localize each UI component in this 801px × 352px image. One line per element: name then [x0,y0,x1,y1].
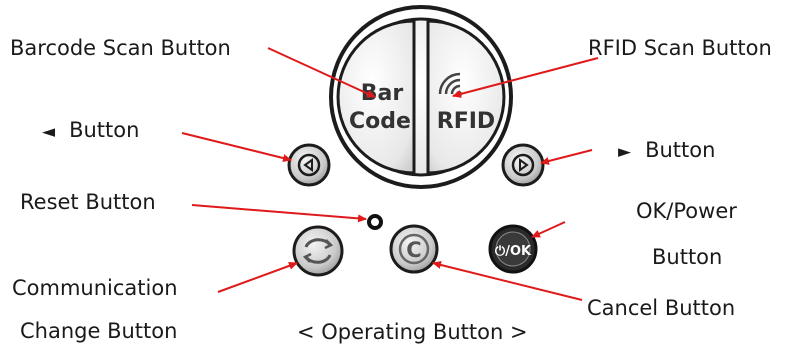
arrow-right [540,149,593,165]
cancel-button[interactable]: C [389,224,439,274]
label-barcode-scan: Barcode Scan Button [10,36,231,60]
left-triangle-icon [303,158,313,172]
arrow-barcode [267,47,376,98]
label-right-button: ► Button [618,138,715,164]
rfid-button-text: RFID [437,109,495,134]
right-button-text: Button [645,138,716,162]
label-reset: Reset Button [20,190,156,214]
right-arrow-glyph: ► [618,142,632,162]
rfid-scan-button[interactable]: RFID [426,19,506,175]
arrow-ok [531,221,566,238]
barcode-button-text-2: Code [349,109,411,134]
right-button[interactable] [501,143,545,187]
label-cancel: Cancel Button [587,296,736,320]
left-button-text: Button [69,118,140,142]
callout-arrows [181,47,599,301]
label-ok-power-line1: OK/Power [636,199,737,223]
label-communication-line2: Change Button [20,319,178,343]
cancel-c-icon: C [406,238,421,262]
arrow-cancel [432,261,583,301]
label-ok-power-line2: Button [652,245,723,269]
left-button[interactable] [287,143,331,187]
arrow-rfid [452,57,599,98]
label-left-button: ◄ Button [42,118,139,144]
communication-change-button[interactable] [292,225,344,277]
swap-arrows-icon [302,238,334,264]
arrow-communication [217,262,298,293]
ok-power-icon: ⏻/OK [495,244,532,259]
right-triangle-icon [519,158,529,172]
left-arrow-glyph: ◄ [42,122,56,142]
diagram-caption: < Operating Button > [297,320,528,344]
label-communication-line1: Communication [12,276,178,300]
barcode-scan-button[interactable]: Bar Code [336,19,416,175]
arrow-reset [191,204,367,223]
ok-power-button[interactable]: ⏻/OK [488,224,538,274]
label-rfid-scan: RFID Scan Button [588,36,772,60]
reset-button[interactable] [367,214,383,230]
arrow-left [181,132,292,162]
